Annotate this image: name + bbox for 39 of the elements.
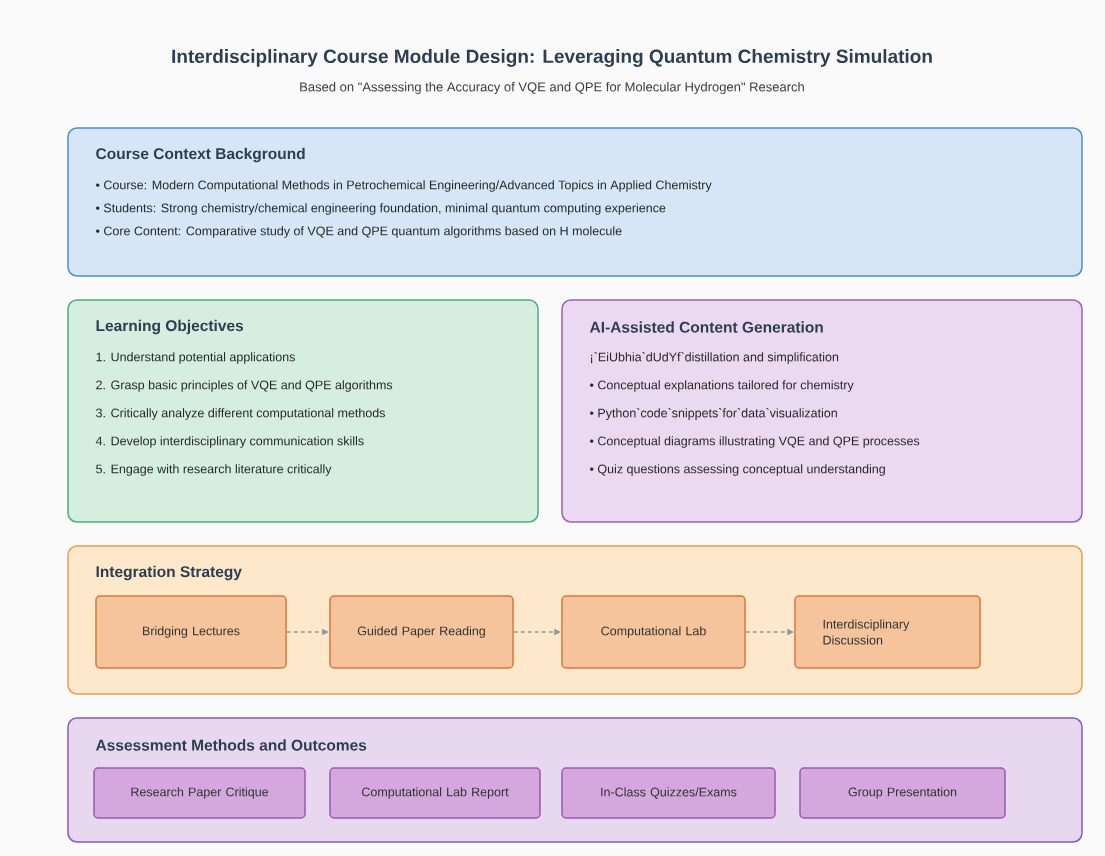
step-box — [794, 595, 981, 669]
step-box — [799, 767, 1006, 819]
list-item: 5. Engage with research literature critically — [96, 464, 332, 476]
list-item: 4. Develop interdisciplinary communication skills — [95, 436, 364, 448]
step-label: Computational Lab Report — [362, 787, 509, 799]
step-label: Computational Lab — [601, 626, 706, 638]
list-item: 2. Grasp basic principles of VQE and QPE algorithms — [96, 380, 393, 392]
list-item: • Course: Modern Computational Methods in Petrochemical Engineering/Advanced Topics in Applied Chemistry — [96, 180, 712, 192]
list-item: 3. Critically analyze different computational methods — [96, 408, 385, 420]
step-box — [561, 767, 776, 819]
list-item: • Python`code`snippets`for`data`visualization — [590, 408, 837, 420]
list-item: • Conceptual diagrams illustrating VQE and QPE processes — [590, 436, 920, 448]
step-label: Guided Paper Reading — [357, 626, 485, 638]
step-label: Bridging Lectures — [143, 626, 240, 638]
step-box — [329, 595, 514, 669]
list-item: 1. Understand potential applications — [96, 352, 295, 364]
section-panel — [67, 127, 1083, 277]
step-box — [561, 595, 746, 669]
subtitle: Based on "Assessing the Accuracy of VQE and QPE for Molecular Hydrogen" Research — [300, 81, 804, 95]
list-item: • Conceptual explanations tailored for chemistry — [590, 380, 854, 392]
list-item: ¡`EiUbhia`dUdYf`distillation and simplification — [591, 352, 839, 364]
section-panel — [561, 299, 1083, 523]
step-label: In-Class Quizzes/Exams — [601, 787, 737, 799]
section-heading: Integration Strategy — [96, 565, 242, 581]
section-heading: Learning Objectives — [96, 319, 244, 335]
step-box — [93, 767, 306, 819]
title: Interdisciplinary Course Module Design: Leveraging Quantum Chemistry Simulation — [172, 49, 932, 67]
step-label: Interdisciplinary Discussion — [823, 619, 910, 645]
step-box — [95, 595, 287, 669]
section-panel — [67, 299, 539, 523]
section-heading: AI-Assisted Content Generation — [589, 321, 823, 333]
section-heading: Assessment Methods and Outcomes — [95, 739, 367, 751]
step-box — [329, 767, 541, 819]
list-item: • Core Content: Comparative study of VQE and QPE quantum algorithms based on H molecule — [96, 226, 622, 238]
step-label: Group Presentation — [848, 787, 957, 799]
list-item: • Students: Strong chemistry/chemical engineering foundation, minimal quantum computing experience — [96, 203, 666, 215]
step-label: Research Paper Critique — [131, 787, 269, 799]
list-item: • Quiz questions assessing conceptual understanding — [590, 464, 885, 476]
section-heading: Course Context Background — [96, 147, 305, 163]
